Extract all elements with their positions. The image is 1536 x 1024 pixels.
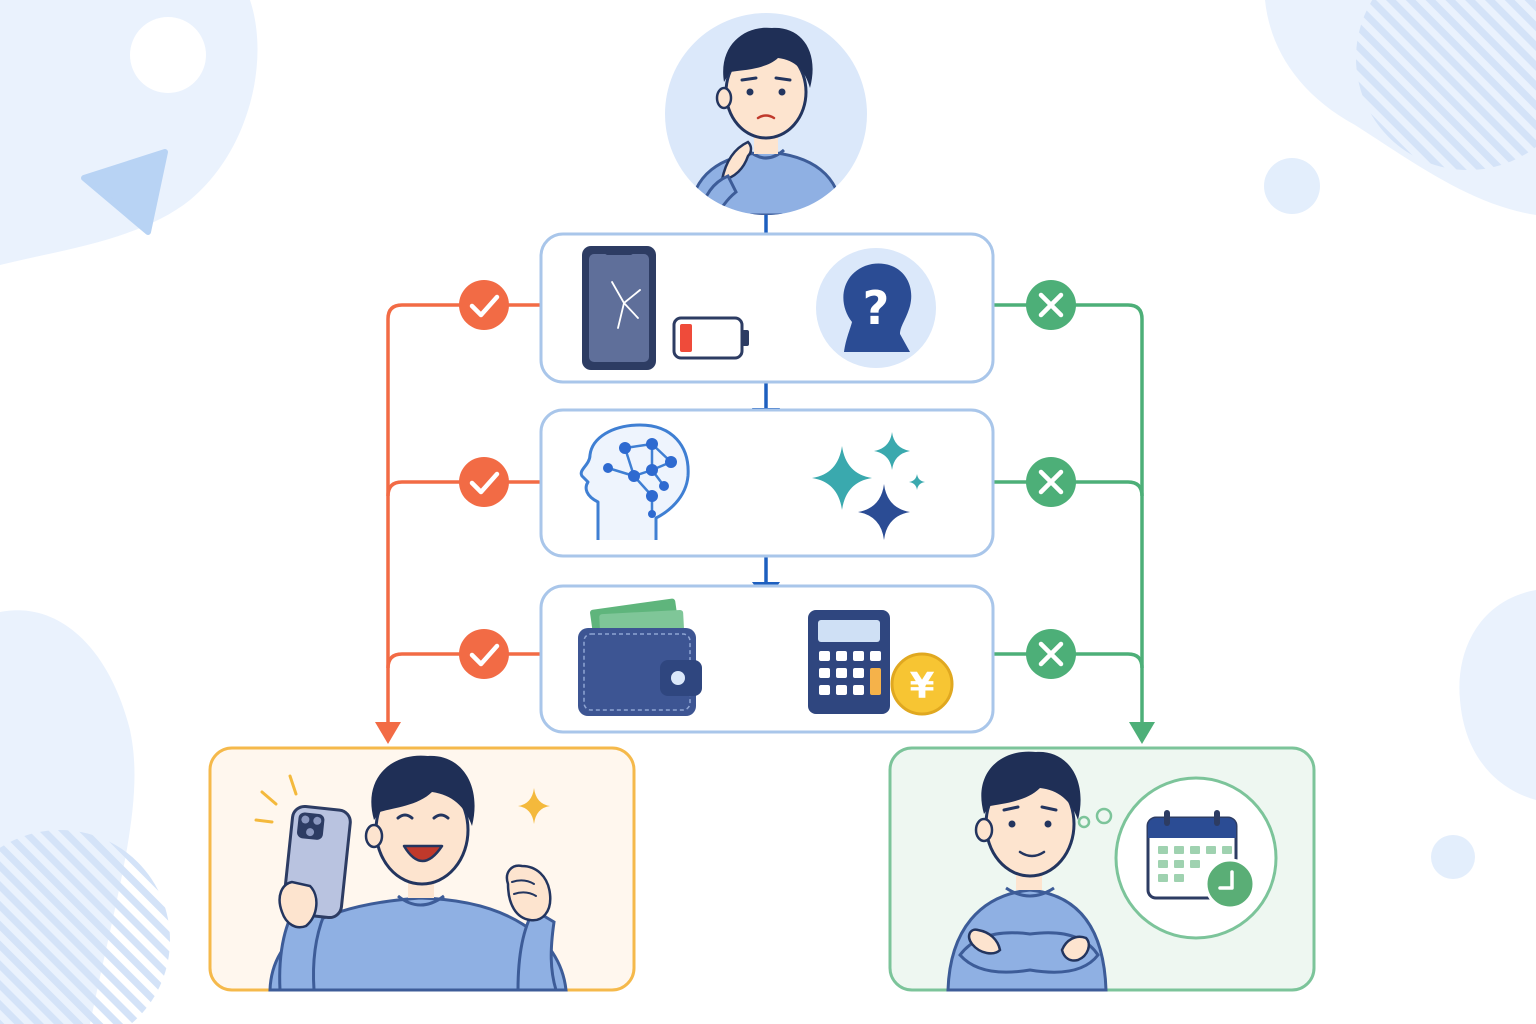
clock-icon bbox=[1204, 858, 1256, 910]
sparkles-icon bbox=[812, 432, 925, 540]
question-panel-ai bbox=[539, 408, 995, 558]
thinking-person-avatar bbox=[665, 13, 867, 215]
question-head-icon: ? bbox=[816, 248, 936, 368]
outcome-panel-no bbox=[888, 746, 1316, 992]
wallet-icon bbox=[578, 598, 702, 716]
bg-blob-bottom-right bbox=[1459, 590, 1536, 800]
calm-person-with-calendar bbox=[946, 751, 1278, 992]
bg-stripes-top-right bbox=[1356, 0, 1536, 170]
no-badges bbox=[1026, 280, 1076, 679]
check-icon bbox=[459, 457, 509, 507]
camera-module bbox=[297, 812, 325, 840]
sparkle-icon bbox=[518, 788, 550, 824]
calculator-icon bbox=[808, 610, 890, 714]
yes-badges bbox=[459, 280, 509, 679]
bg-circle-bottom-right bbox=[1431, 835, 1475, 879]
excited-lines bbox=[254, 774, 298, 824]
ai-brain-icon bbox=[579, 423, 690, 540]
check-icon bbox=[459, 280, 509, 330]
no-arrowhead bbox=[1129, 722, 1155, 744]
bg-circle-right bbox=[1264, 158, 1320, 214]
cross-icon bbox=[1026, 457, 1076, 507]
bg-triangle-icon bbox=[81, 149, 168, 235]
yen-coin-label: ¥ bbox=[909, 666, 934, 707]
cross-icon bbox=[1026, 280, 1076, 330]
happy-person-with-phone bbox=[254, 755, 568, 992]
svg-text:?: ? bbox=[863, 281, 890, 335]
thought-bubble-dots bbox=[1077, 807, 1113, 829]
yes-arrowhead bbox=[375, 722, 401, 744]
yes-path-lines bbox=[375, 303, 540, 744]
bg-blob-top-left bbox=[0, 0, 258, 265]
question-panel-budget: ¥ bbox=[539, 584, 995, 734]
outcome-panel-yes bbox=[208, 746, 636, 992]
bg-stripes-bottom-left bbox=[0, 830, 170, 1024]
question-panel-phone: ? bbox=[539, 232, 995, 384]
bg-circle-top-left bbox=[130, 17, 206, 93]
cross-icon bbox=[1026, 629, 1076, 679]
low-battery-icon bbox=[672, 316, 749, 360]
check-icon bbox=[459, 629, 509, 679]
yen-coin-icon: ¥ bbox=[890, 652, 954, 716]
no-path-lines bbox=[994, 303, 1155, 744]
cracked-phone-icon bbox=[582, 246, 656, 370]
